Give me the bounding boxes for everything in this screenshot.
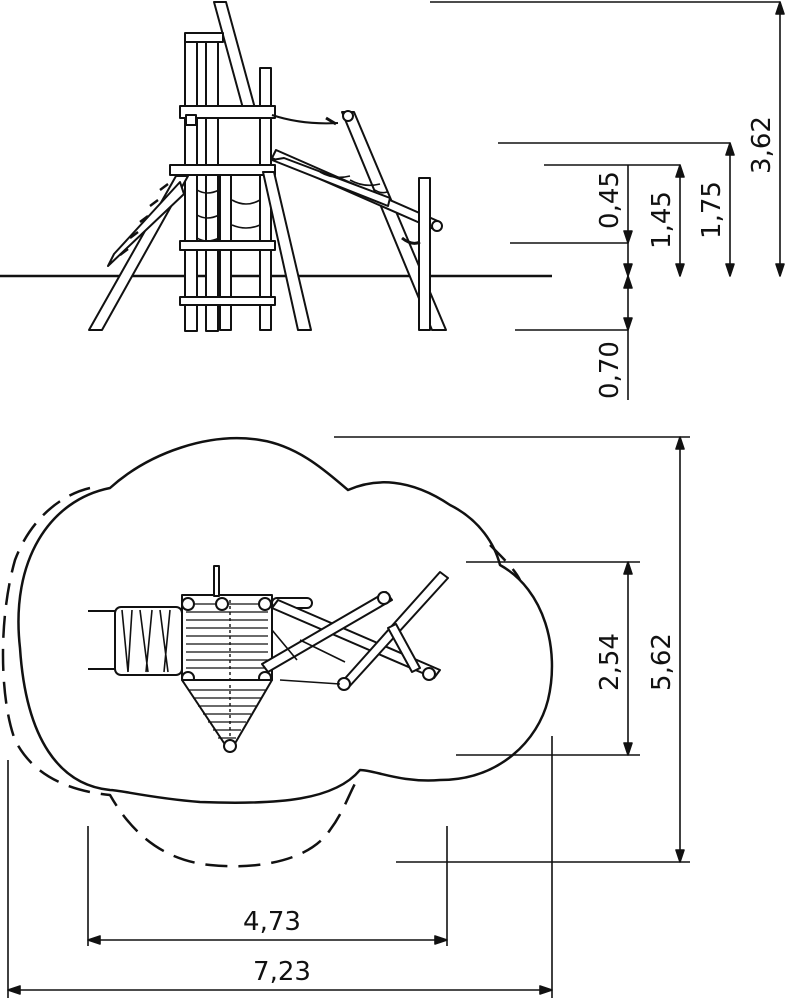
- climbing-net-plan: [88, 606, 183, 676]
- side-view: [0, 1, 785, 400]
- rope-bridge-and-poles: [271, 110, 447, 331]
- plan-dimension-lines: [7, 436, 690, 998]
- dimension-5-62: 5,62: [647, 633, 677, 691]
- safety-area-outline: [17, 437, 554, 804]
- pole-system-plan: [261, 571, 449, 691]
- dimension-4-73: 4,73: [243, 907, 301, 937]
- dimension-1-75: 1,75: [697, 181, 727, 239]
- tower-deck-plan: [181, 565, 273, 685]
- plan-view: [1, 436, 690, 998]
- dimension-0-70: 0,70: [595, 341, 625, 399]
- side-dimension-lines: [430, 1, 785, 400]
- safety-area-extension-outline: [1, 486, 522, 868]
- support-struts: [262, 171, 312, 331]
- dimension-0-45: 0,45: [595, 171, 625, 229]
- tower-structure: [169, 1, 276, 332]
- dimension-7-23: 7,23: [253, 957, 311, 987]
- dimension-1-45: 1,45: [647, 191, 677, 249]
- dimension-3-62: 3,62: [747, 116, 777, 174]
- dimension-2-54: 2,54: [595, 633, 625, 691]
- climbing-ramp-plan: [181, 679, 273, 753]
- climbing-ramp: [88, 175, 189, 331]
